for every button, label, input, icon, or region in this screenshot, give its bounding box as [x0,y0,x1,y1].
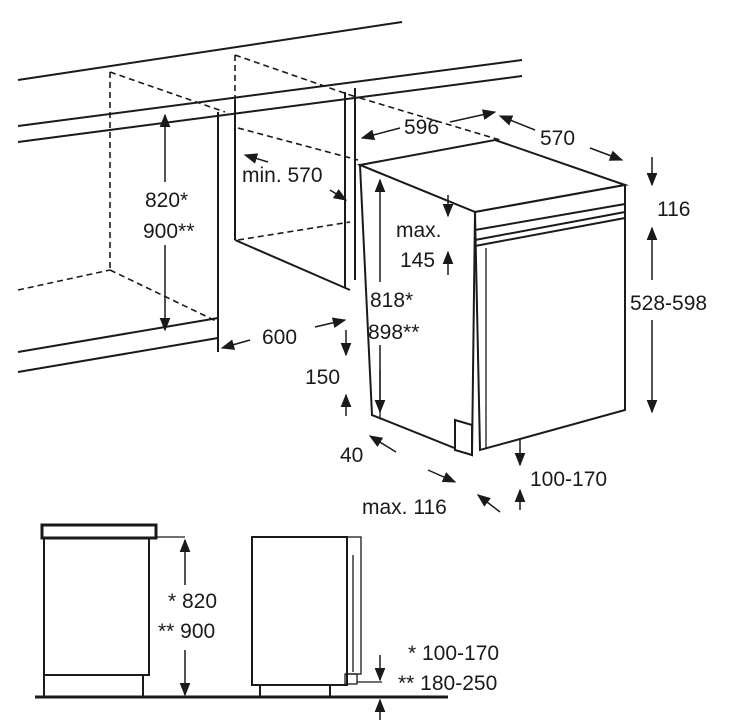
side-label-height-1: * 820 [168,590,217,613]
dimension-labels: 596 570 min. 570 820* 900** max. 145 116… [143,116,707,519]
dimension-lines [159,109,658,513]
dishwasher-perspective [356,138,629,457]
label-door-max: max. 116 [362,496,447,519]
label-niche-height-1: 820* [145,189,188,212]
side-label-plinth-2: ** 180-250 [398,672,497,695]
side-label-plinth-1: * 100-170 [408,642,499,665]
kitchen-cabinet-perspective [17,21,523,373]
label-top-max: max. [396,219,442,242]
label-panel-top: 116 [657,198,690,221]
label-appliance-height-1: 818* [370,289,413,312]
side-view: * 820 ** 900 * 100-170 ** 180-250 [35,523,499,720]
label-depth: 570 [540,127,575,150]
label-niche-depth: min. 570 [242,164,323,187]
label-niche-width: 600 [262,326,297,349]
label-plinth-height: 100-170 [530,468,607,491]
label-appliance-height-2: 898** [368,321,419,344]
label-niche-height-2: 900** [143,220,194,243]
label-top-max-value: 145 [400,249,435,272]
label-door-panel-height: 528-598 [630,292,707,315]
label-width: 596 [404,116,439,139]
label-plinth-gap: 40 [340,444,363,467]
label-plinth-depth: 150 [305,366,340,389]
side-label-height-2: ** 900 [158,620,215,643]
